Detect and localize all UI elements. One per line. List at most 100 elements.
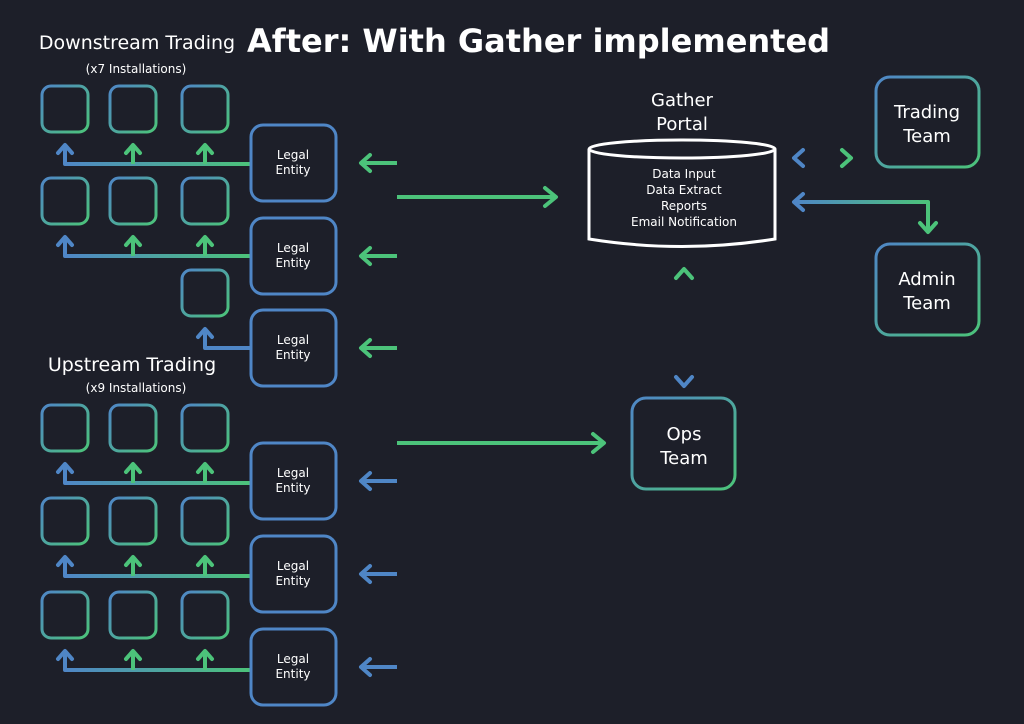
up-arrowhead [56,555,74,567]
installation-connector [63,559,250,578]
installation-box[interactable] [180,268,230,318]
trading-team-line2: Team [902,126,951,147]
legal-entity-line2: Entity [275,667,310,681]
legal-entity-line2: Entity [275,256,310,270]
portal-title-line2: Portal [656,114,708,135]
trading-team-box[interactable]: Trading Team [874,75,981,169]
portal-trading-link [792,148,853,168]
up-arrowhead [124,462,142,474]
admin-team-box[interactable]: Admin Team [874,242,981,337]
installation-box[interactable] [40,590,90,640]
installation-box[interactable] [108,403,158,453]
installation-box[interactable] [40,403,90,453]
installation-group [40,590,250,672]
installation-box[interactable] [180,590,230,640]
portal-cylinder-body [587,149,777,248]
installation-box[interactable] [180,403,230,453]
up-arrowhead [124,555,142,567]
installation-group [180,268,250,350]
admin-team-line1: Admin [898,269,955,290]
portal-title-line1: Gather [651,90,714,111]
legal-entity-line1: Legal [277,466,309,480]
installation-box[interactable] [108,590,158,640]
portal-ops-link [674,267,694,388]
downstream-heading: Downstream Trading [39,32,235,54]
legal-entity-line2: Entity [275,163,310,177]
installation-group [40,176,250,258]
diagram-title: After: With Gather implemented [247,22,830,60]
trading-team-line1: Trading [893,102,960,123]
portal-admin-link [792,192,938,234]
bus-branch-arrowhead [359,471,372,491]
legal-entity-line1: Legal [277,241,309,255]
bus-branch-arrowhead [359,564,372,584]
installation-box[interactable] [108,496,158,546]
legal-entity-line2: Entity [275,574,310,588]
bus-branch-arrowhead [359,338,372,358]
bus-branch-arrowhead [359,246,372,266]
up-arrowhead [196,143,214,155]
installation-box[interactable] [180,176,230,226]
installation-group [40,403,250,485]
up-arrowhead [124,235,142,247]
portal-feature-item: Data Extract [646,183,722,197]
up-arrowhead [56,143,74,155]
admin-team-line2: Team [902,293,951,314]
up-arrowhead [196,462,214,474]
legal-entity-line2: Entity [275,481,310,495]
upstream-heading: Upstream Trading [48,354,216,376]
ops-team-box[interactable]: Ops Team [630,396,737,491]
legal-entity-line1: Legal [277,652,309,666]
portal-cylinder-top [587,138,777,160]
installation-box[interactable] [180,84,230,134]
up-arrowhead [196,555,214,567]
installation-group [40,496,250,578]
up-arrowhead [196,235,214,247]
installation-connector [63,239,250,258]
legal-entities: LegalEntityLegalEntityLegalEntityLegalEn… [249,123,338,707]
installation-connector [63,466,250,485]
bus-branch-arrowhead [359,153,372,173]
up-arrowhead [196,649,214,661]
portal-feature-item: Reports [661,199,707,213]
installation-box[interactable] [108,84,158,134]
installation-connector [63,147,250,166]
up-arrowhead [56,462,74,474]
ops-team-line2: Team [659,448,708,469]
legal-entity-line2: Entity [275,348,310,362]
up-arrowhead [124,649,142,661]
upstream-subheading: (x9 Installations) [86,381,187,395]
installation-box[interactable] [40,176,90,226]
legal-entity-line1: Legal [277,559,309,573]
legal-entity-line1: Legal [277,148,309,162]
installation-connector [203,331,250,350]
up-arrowhead [124,143,142,155]
bus-to-portal-arrowhead [543,186,558,208]
up-arrowhead [196,327,214,339]
installation-box[interactable] [180,496,230,546]
installation-groups [40,84,250,672]
portal-feature-item: Email Notification [631,215,737,229]
installation-group [40,84,250,166]
bus-to-ops-arrowhead [591,432,606,454]
installation-box[interactable] [40,496,90,546]
legal-entity-line1: Legal [277,333,309,347]
distribution-bus [359,153,606,677]
up-arrowhead [56,235,74,247]
ops-team-line1: Ops [667,424,702,445]
installation-box[interactable] [108,176,158,226]
installation-connector [63,653,250,672]
installation-box[interactable] [40,84,90,134]
portal-feature-item: Data Input [652,167,716,181]
up-arrowhead [56,649,74,661]
